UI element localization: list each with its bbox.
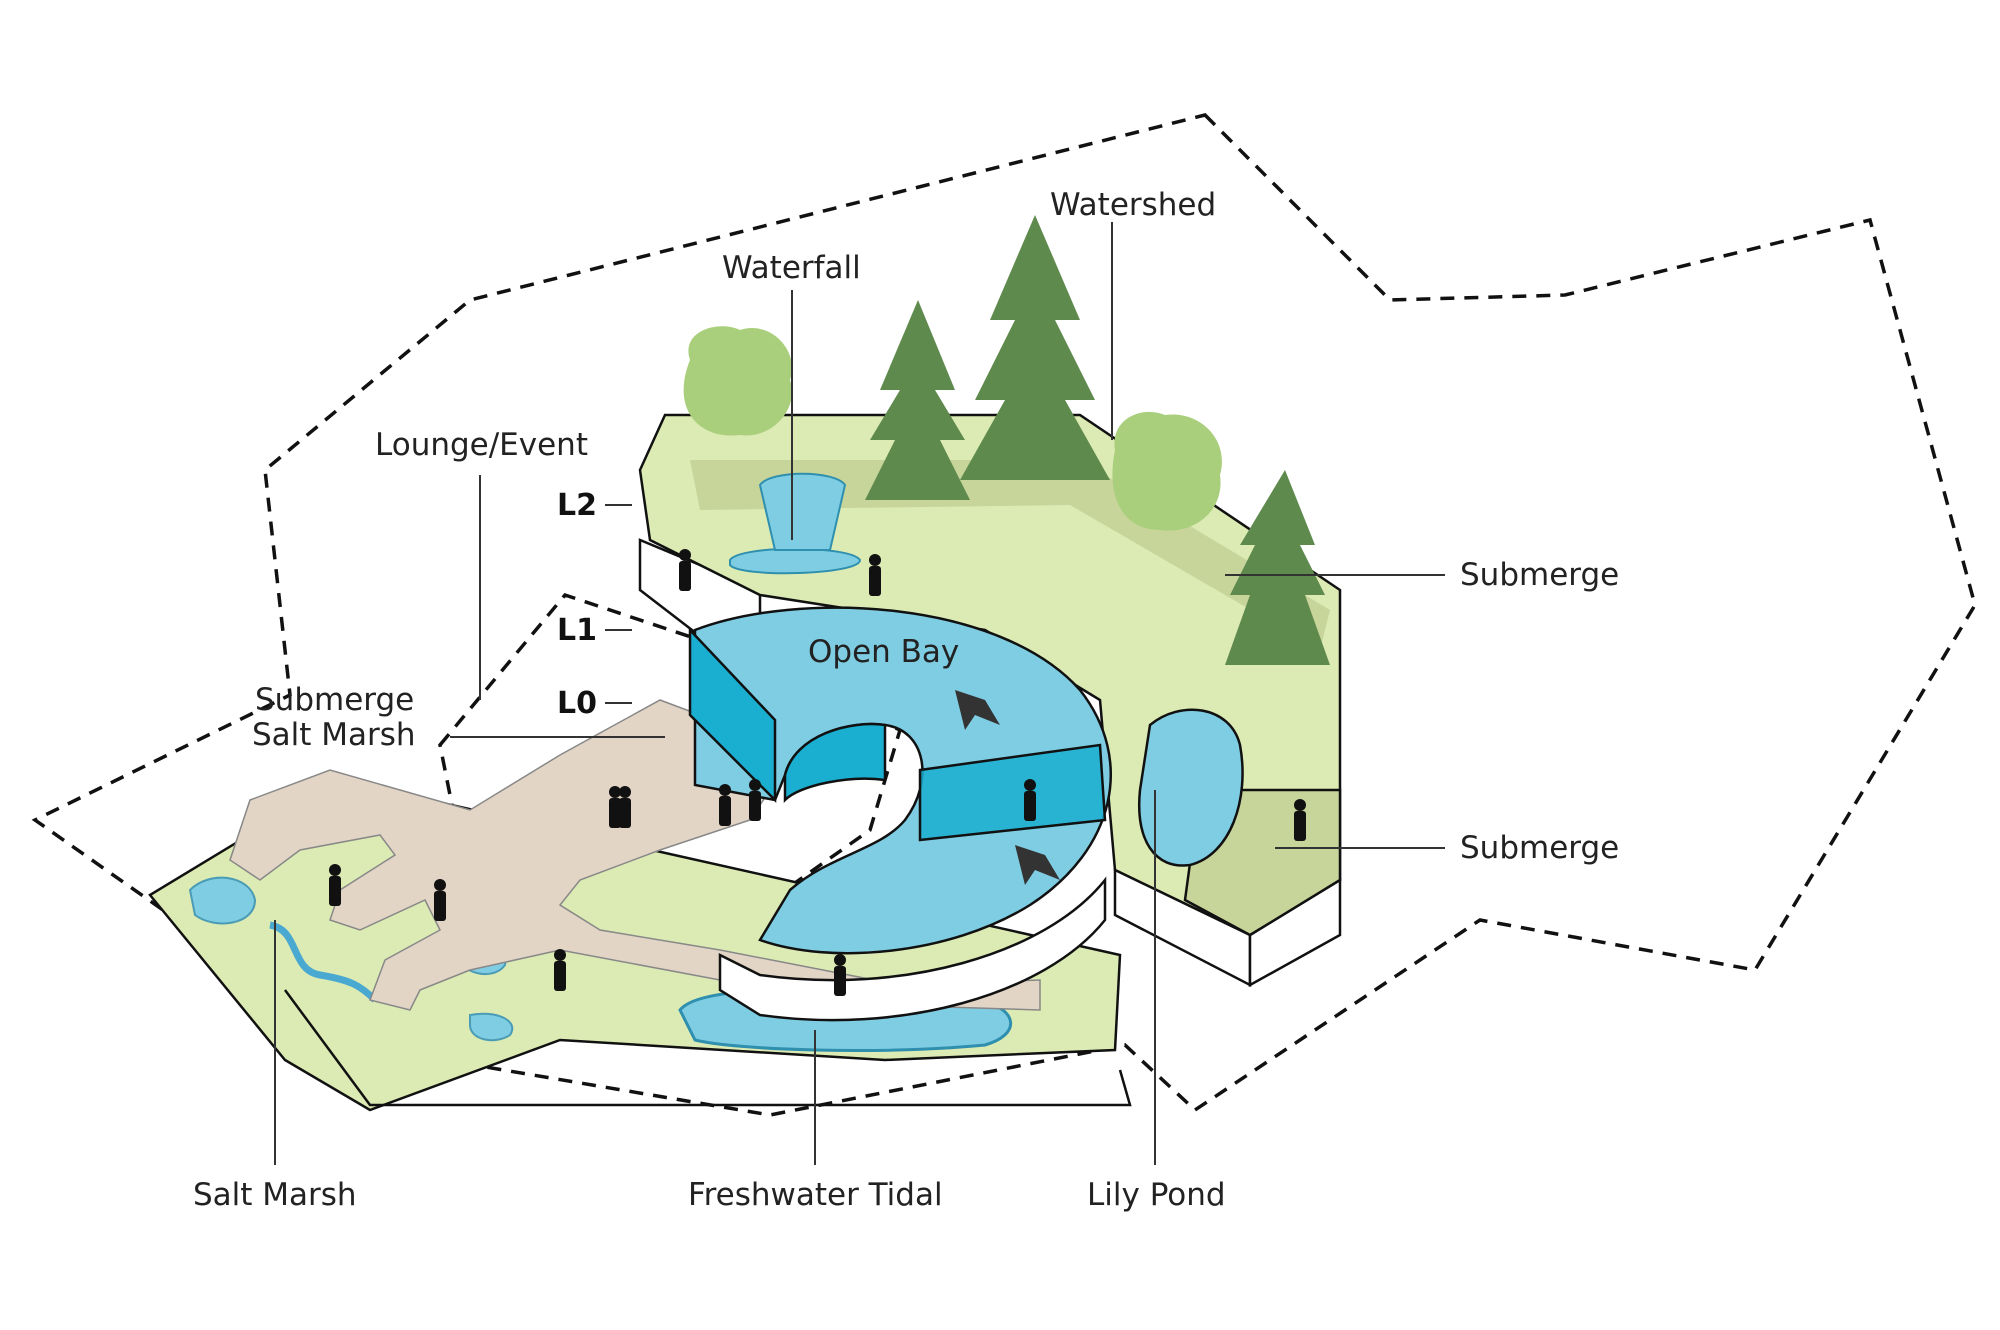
person-icon [329, 876, 341, 906]
person-icon [679, 561, 691, 591]
salt-marsh-pond [469, 1012, 514, 1042]
person-icon [329, 864, 341, 876]
lounge-event-boundary [438, 592, 903, 907]
person-icon [434, 891, 446, 921]
person-icon [679, 549, 691, 561]
person-icon [609, 786, 621, 798]
person-icon [1024, 791, 1036, 821]
manta-ray-icon [1015, 845, 1060, 885]
submerge-upper-label: Submerge [1460, 557, 1619, 593]
salt-marsh-creek [269, 921, 378, 1003]
watershed-label: Watershed [1050, 187, 1216, 223]
site-boundary [31, 113, 1977, 1117]
salt-marsh-pond [188, 876, 257, 925]
person-icon [619, 786, 631, 798]
person-icon [434, 879, 446, 891]
person-icon [1294, 811, 1306, 841]
person-icon [749, 779, 761, 791]
waterfall-basin [729, 547, 862, 575]
level-l1-label: L1 [557, 613, 597, 648]
person-icon [834, 966, 846, 996]
submerge-salt-marsh-label-line2: Salt Marsh [252, 717, 416, 753]
submerge-lower-label: Submerge [1460, 830, 1619, 866]
lounge-event-label: Lounge/Event [375, 427, 588, 463]
tree-group [683, 215, 1330, 665]
waterfall-column [758, 472, 847, 551]
level-l0-label: L0 [557, 686, 597, 721]
person-icon [869, 566, 881, 596]
person-icon [1024, 779, 1036, 791]
salt-marsh-label: Salt Marsh [193, 1177, 357, 1213]
visitors [329, 549, 1306, 996]
open-bay-glass-wall [688, 626, 777, 804]
person-icon [554, 949, 566, 961]
deciduous-tree-icon [683, 326, 792, 436]
open-bay-inner-glass [783, 722, 887, 804]
person-icon [619, 798, 631, 828]
deciduous-tree-icon [1112, 411, 1222, 531]
lily-pond-label: Lily Pond [1087, 1177, 1226, 1213]
submerge-salt-marsh-label-line1: Submerge [255, 682, 414, 718]
freshwater-tidal-label: Freshwater Tidal [688, 1177, 943, 1213]
open-bay-front-wall [718, 876, 1107, 1022]
conifer-tree-icon [1225, 470, 1330, 665]
person-icon [1294, 799, 1306, 811]
l2-terrace-dark-band [690, 460, 1330, 650]
ground-front-edge [283, 989, 1132, 1107]
person-icon [719, 784, 731, 796]
manta-ray-icon [955, 690, 1000, 730]
underwater-tunnel [918, 743, 1107, 842]
lily-pond-water [1138, 708, 1244, 867]
waterfall-label: Waterfall [722, 250, 861, 286]
person-icon [554, 961, 566, 991]
person-icon [719, 796, 731, 826]
level-l2-label: L2 [557, 488, 597, 523]
person-icon [834, 954, 846, 966]
person-icon [609, 798, 621, 828]
person-icon [869, 554, 881, 566]
open-bay-label: Open Bay [808, 634, 959, 670]
conifer-tree-icon [865, 300, 970, 500]
conifer-tree-icon [960, 215, 1110, 480]
person-icon [749, 791, 761, 821]
